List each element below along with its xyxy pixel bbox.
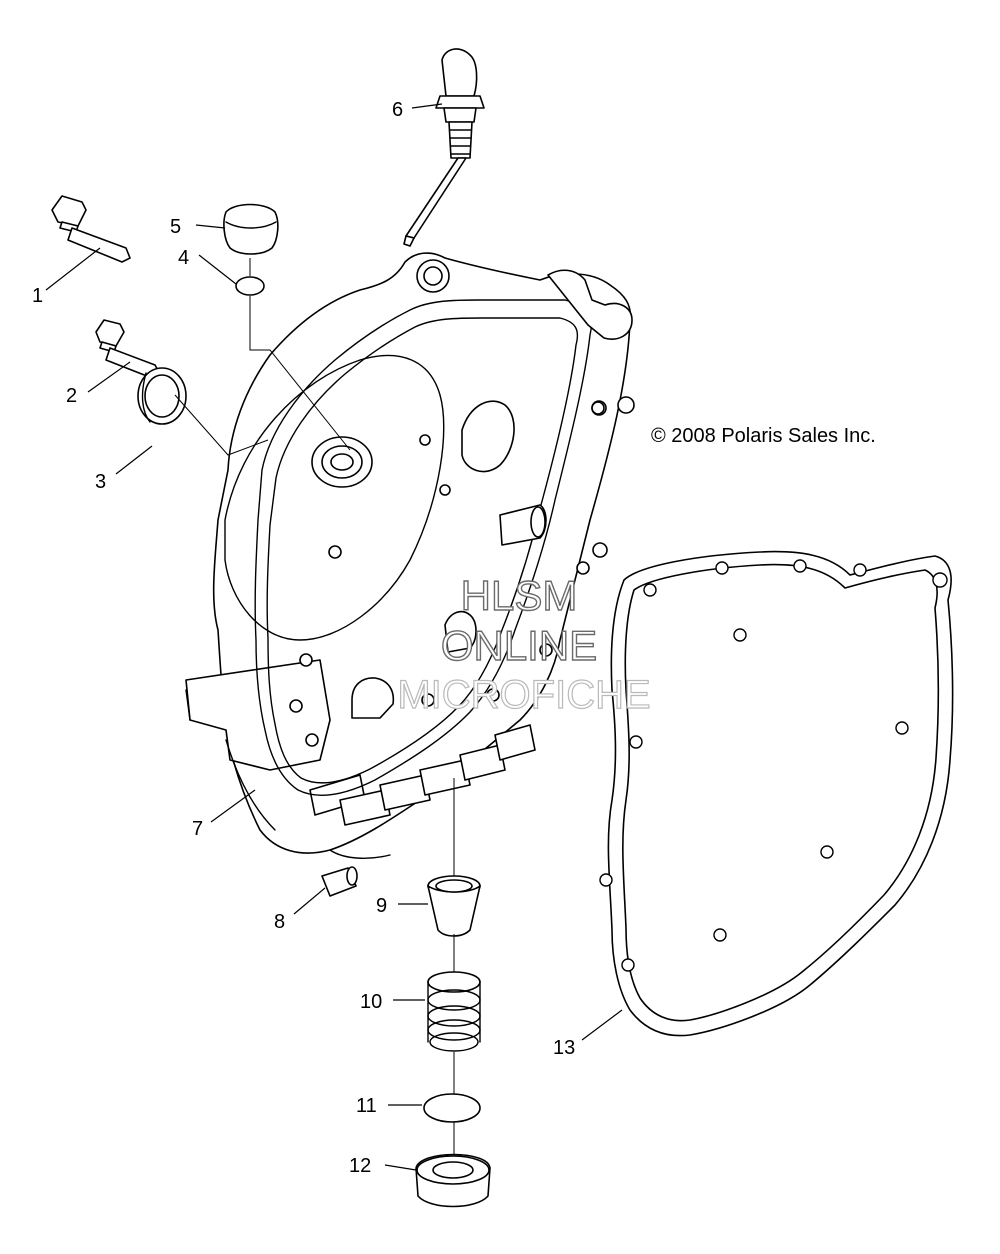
copyright-notice: © 2008 Polaris Sales Inc. — [651, 425, 876, 447]
crankcase-cover-icon — [185, 252, 635, 859]
plug-cap-icon — [223, 203, 279, 255]
callout-12: 12 — [349, 1155, 371, 1177]
drain-plug-icon — [415, 1153, 491, 1208]
callout-10: 10 — [360, 991, 382, 1013]
callout-6: 6 — [392, 99, 403, 121]
callout-11: 11 — [356, 1095, 377, 1117]
leader-lines — [45, 103, 623, 1171]
watermark-line-2: ONLINE — [441, 622, 597, 669]
gasket-icon — [599, 550, 954, 1037]
o-ring-icon — [423, 1093, 481, 1123]
dipstick-icon — [403, 48, 485, 247]
dowel-pin-icon — [321, 866, 358, 897]
flange-bolt-short-icon — [95, 319, 161, 379]
callout-2: 2 — [66, 385, 77, 407]
callout-labels: 1 2 3 4 5 6 7 8 9 10 11 12 13 — [32, 99, 575, 1177]
watermark: HLSM ONLINE MICROFICHE — [397, 571, 652, 717]
flange-bolt-long-icon — [51, 195, 131, 263]
callout-13: 13 — [553, 1037, 575, 1059]
callout-3: 3 — [95, 471, 106, 493]
callout-4: 4 — [178, 247, 189, 269]
screen-cup-icon — [427, 875, 481, 937]
callout-9: 9 — [376, 895, 387, 917]
seal-ring-icon — [137, 367, 187, 425]
callout-1: 1 — [32, 285, 43, 307]
callout-8: 8 — [274, 911, 285, 933]
callout-7: 7 — [192, 818, 203, 840]
watermark-line-3: MICROFICHE — [397, 673, 650, 717]
watermark-line-1: HLSM — [461, 572, 578, 619]
callout-5: 5 — [170, 216, 181, 238]
o-ring-small-icon — [235, 276, 265, 296]
spring-icon — [427, 971, 481, 1052]
